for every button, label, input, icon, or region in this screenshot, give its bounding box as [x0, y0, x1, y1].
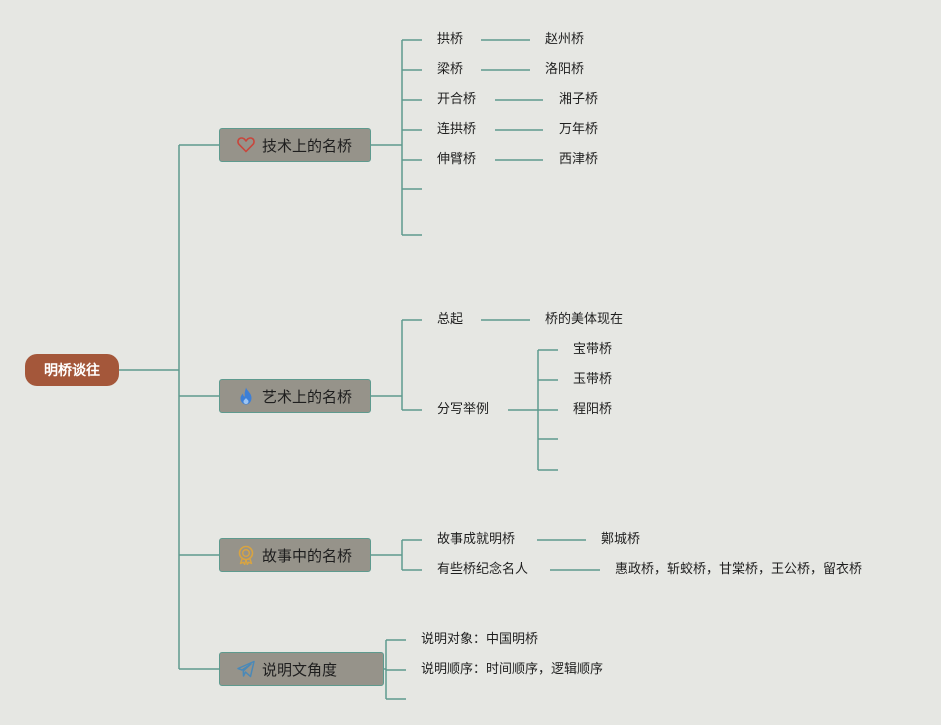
- topic-multi-arch-bridge[interactable]: 连拱桥: [437, 122, 477, 137]
- topic-explanation-object[interactable]: 说明对象：中国明桥: [421, 632, 539, 647]
- root-topic[interactable]: 明桥谈往: [25, 354, 119, 386]
- topic-arch-bridge[interactable]: 拱桥: [437, 32, 464, 47]
- leaf-luoyang-bridge[interactable]: 洛阳桥: [545, 62, 585, 77]
- branch-label: 技术上的名桥: [262, 136, 353, 155]
- topic-movable-bridge[interactable]: 开合桥: [437, 92, 477, 107]
- leaf-memorial-bridge-list[interactable]: 惠政桥，斩蛟桥，甘棠桥，王公桥，留衣桥: [615, 562, 863, 577]
- branch-story-bridges[interactable]: 故事中的名桥: [219, 538, 371, 572]
- leaf-zhaozhou-bridge[interactable]: 赵州桥: [545, 32, 585, 47]
- branch-label: 说明文角度: [262, 660, 338, 679]
- award-badge-icon: [236, 545, 256, 565]
- leaf-xijin-bridge[interactable]: 西津桥: [559, 152, 599, 167]
- leaf-xiangzi-bridge[interactable]: 湘子桥: [559, 92, 599, 107]
- branch-label: 艺术上的名桥: [262, 387, 353, 406]
- topic-introduction[interactable]: 总起: [437, 312, 464, 327]
- root-label: 明桥谈往: [44, 363, 100, 379]
- branch-expository-perspective[interactable]: 说明文角度: [219, 652, 384, 686]
- paper-plane-icon: [236, 659, 256, 679]
- leaf-baodai-bridge[interactable]: 宝带桥: [573, 342, 613, 357]
- flame-icon: [236, 386, 256, 406]
- heart-icon: [236, 135, 256, 155]
- topic-memorial-bridges[interactable]: 有些桥纪念名人: [437, 562, 529, 577]
- topic-beam-bridge[interactable]: 梁桥: [437, 62, 464, 77]
- leaf-maocheng-bridge[interactable]: 鄚城桥: [601, 532, 641, 547]
- branch-artistic-bridges[interactable]: 艺术上的名桥: [219, 379, 371, 413]
- branch-label: 故事中的名桥: [262, 546, 353, 565]
- topic-examples[interactable]: 分写举例: [437, 402, 490, 417]
- topic-cantilever-bridge[interactable]: 伸臂桥: [437, 152, 477, 167]
- branch-technical-bridges[interactable]: 技术上的名桥: [219, 128, 371, 162]
- topic-stories-make-bridges[interactable]: 故事成就明桥: [437, 532, 516, 547]
- leaf-chengyang-bridge[interactable]: 程阳桥: [573, 402, 613, 417]
- leaf-bridge-beauty[interactable]: 桥的美体现在: [545, 312, 624, 327]
- leaf-yudai-bridge[interactable]: 玉带桥: [573, 372, 613, 387]
- topic-explanation-order[interactable]: 说明顺序：时间顺序，逻辑顺序: [421, 662, 604, 677]
- leaf-wannian-bridge[interactable]: 万年桥: [559, 122, 599, 137]
